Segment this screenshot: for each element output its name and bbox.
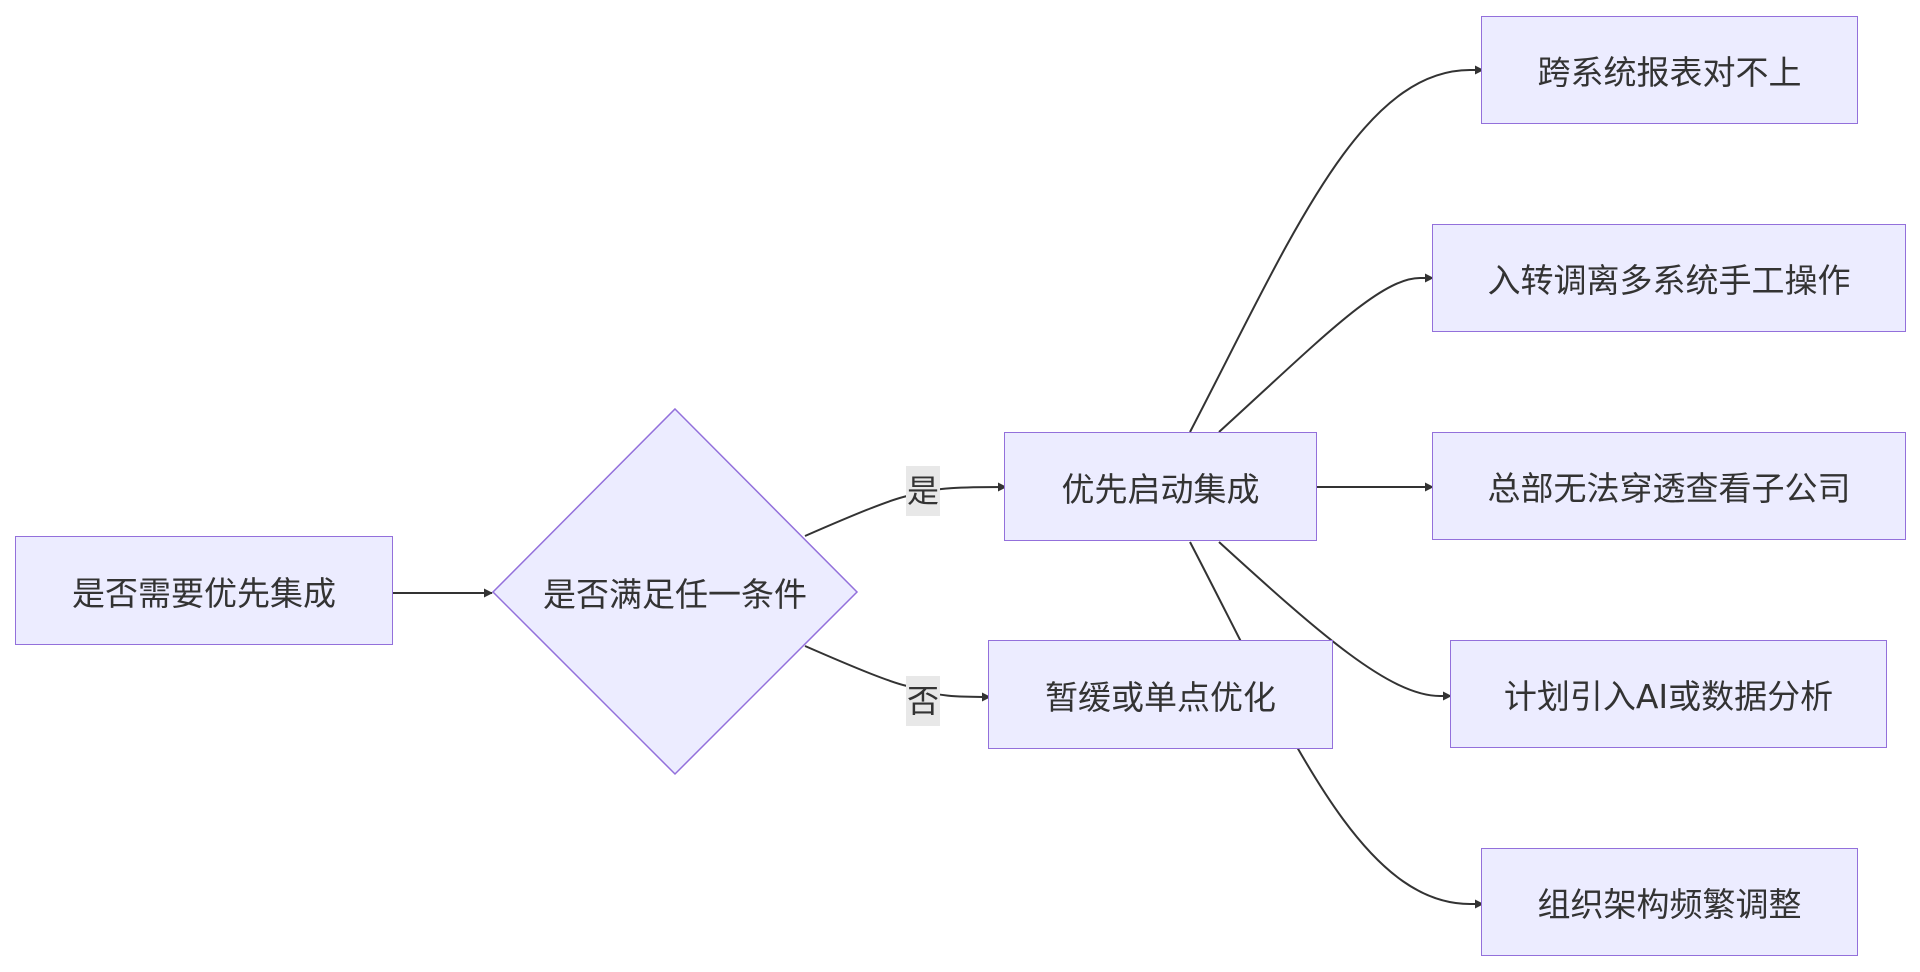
edge-priority-to-cond5: [1189, 541, 1484, 909]
node-priority-integration: 优先启动集成: [1004, 432, 1317, 541]
node-start: 是否需要优先集成: [15, 536, 393, 645]
node-condition-manual-hr-ops: 入转调离多系统手工操作: [1432, 224, 1906, 332]
edge-priority-to-cond1: [1189, 65, 1484, 433]
node-condition-hq-visibility: 总部无法穿透查看子公司: [1432, 432, 1906, 540]
node-condition-reports-mismatch: 跨系统报表对不上: [1481, 16, 1858, 124]
edge-priority-to-cond4: [1218, 541, 1452, 701]
node-condition-ai-analytics: 计划引入AI或数据分析: [1450, 640, 1887, 748]
node-condition-org-changes: 组织架构频繁调整: [1481, 848, 1858, 956]
node-decision-label: 是否满足任一条件: [543, 575, 807, 614]
edge-priority-to-cond2: [1218, 273, 1434, 433]
edge-label-no: 否: [906, 676, 940, 726]
decision-diamond: [491, 407, 859, 776]
node-defer-or-optimize: 暂缓或单点优化: [988, 640, 1333, 749]
edge-decision-to-defer: [804, 645, 991, 702]
edge-label-yes: 是: [906, 466, 940, 516]
